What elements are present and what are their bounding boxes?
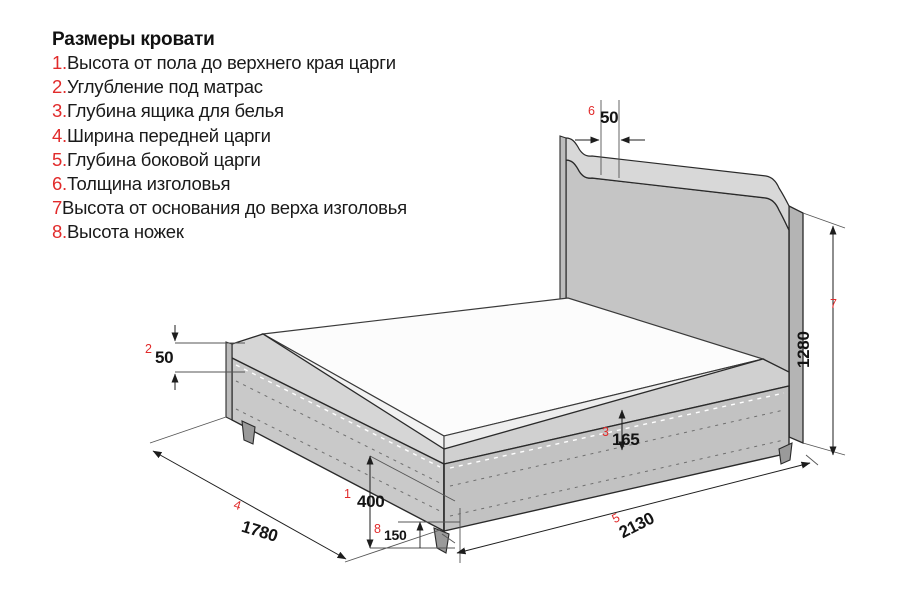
legend-item-1-label: Высота от пола до верхнего края царги — [66, 52, 396, 73]
leg-right-rear — [778, 442, 793, 465]
legend-item-3-number: 3. — [52, 100, 67, 122]
dimension-6-headboard-thickness — [575, 100, 645, 178]
dim7-ext-top — [802, 212, 846, 229]
legend-item-2: 2.Углубление под матрас — [52, 75, 482, 99]
headboard-right-edge-face — [788, 204, 804, 444]
dim-8-index: 8 — [374, 522, 381, 536]
dim5-ext-right — [805, 454, 819, 466]
dim4-ext-right — [344, 529, 441, 563]
dim-6-index: 6 — [588, 104, 595, 118]
dim7-ext-bottom — [802, 442, 846, 456]
side-rail-top-bevel — [443, 358, 790, 465]
legend-item-4-number: 4. — [52, 124, 67, 146]
legend-item-4: 4.Ширина передней царги — [52, 124, 482, 148]
dim-7-index: 7 — [830, 297, 837, 311]
legend-item-5: 5.Глубина боковой царги — [52, 148, 482, 172]
legend-item-5-number: 5. — [52, 148, 67, 170]
legend-item-7-label: Высота от основания до верха изголовья — [62, 197, 407, 219]
legend-item-6-label: Толщина изголовья — [66, 173, 231, 195]
leg-front-corner — [433, 527, 450, 554]
front-rail-seam-upper — [235, 380, 441, 484]
dim-7-value: 1280 — [794, 331, 813, 368]
headboard-top-bevel — [565, 137, 790, 231]
legend-item-8-label: Высота ножек — [66, 221, 184, 243]
legend-item-4-label: Ширина передней царги — [66, 124, 271, 146]
page-title: Размеры кровати — [52, 29, 215, 50]
legend-item-1-number: 1. — [52, 52, 67, 73]
legend-item-6: 6.Толщина изголовья — [52, 172, 482, 196]
dim-3-value: 165 — [612, 430, 640, 449]
legend-item-8-number: 8. — [52, 221, 67, 243]
dim-1-value: 400 — [357, 492, 385, 511]
dim-8-value: 150 — [384, 527, 407, 543]
dim5-ext-left — [441, 533, 456, 544]
front-rail-left-cap — [225, 341, 233, 421]
legend-item-3: 3.Глубина ящика для белья — [52, 99, 482, 123]
legend-item-6-number: 6. — [52, 173, 67, 195]
dimension-7-headboard-height — [802, 212, 846, 456]
dimension-2-mattress-recess — [171, 325, 245, 390]
dim4-arrow — [152, 450, 347, 560]
legend-item-2-label: Углубление под матрас — [66, 76, 263, 98]
dim-2-value: 50 — [155, 348, 174, 367]
dim5-arrow — [456, 461, 811, 555]
dim-6-value: 50 — [600, 108, 619, 127]
legend-item-1: 1.Высота от пола до верхнего края царги — [52, 51, 482, 75]
legend: Размеры кровати 1.Высота от пола до верх… — [52, 28, 482, 245]
front-rail-stitch-upper — [235, 364, 441, 468]
dim4-ext-left — [149, 416, 227, 444]
dim-1-index: 1 — [344, 487, 351, 501]
dim-3-index: 3 — [602, 425, 609, 439]
legend-item-5-label: Глубина боковой царги — [66, 148, 261, 170]
side-rail-stitch-upper — [449, 392, 785, 469]
legend-item-8: 8.Высота ножек — [52, 220, 482, 244]
dimension-1-rail-height — [366, 455, 456, 549]
legend-item-7: 7Высота от основания до верха изголовья — [52, 196, 482, 220]
legend-item-2-number: 2. — [52, 76, 67, 98]
dimension-5-side-depth — [441, 454, 819, 555]
legend-item-3-label: Глубина ящика для белья — [66, 100, 284, 122]
legend-item-7-number: 7 — [52, 197, 63, 219]
leg-left-rear — [241, 420, 256, 445]
dim1-ext-top — [369, 455, 456, 502]
dimension-4-front-width — [149, 416, 441, 563]
bed-base — [225, 333, 793, 554]
dim-2-index: 2 — [145, 342, 152, 356]
